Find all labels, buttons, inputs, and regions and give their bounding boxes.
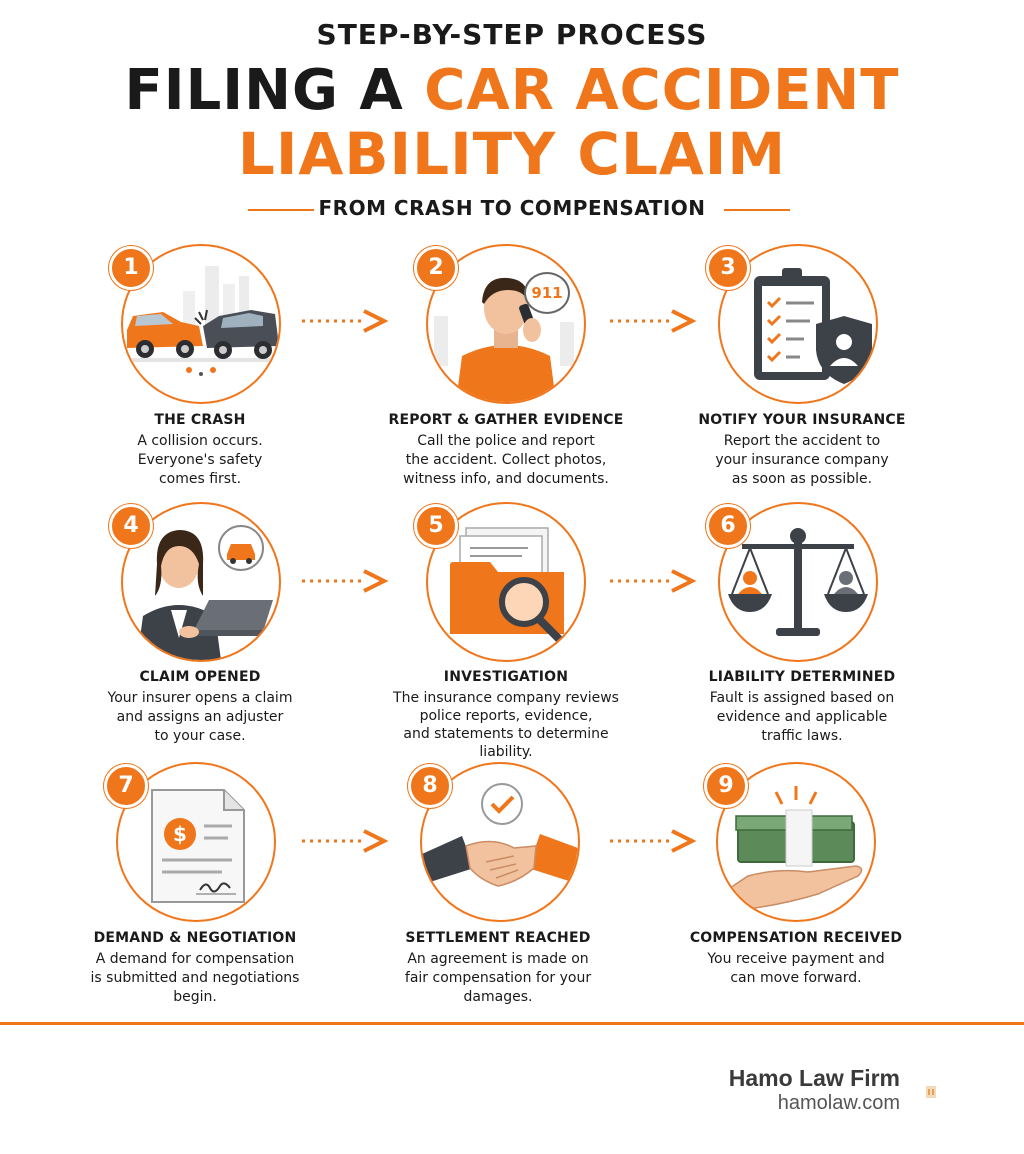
step-1-desc-line: comes first. bbox=[158, 471, 242, 487]
step-7-title: DEMAND & NEGOTIATION bbox=[93, 930, 297, 946]
step-8-desc-line: damages. bbox=[463, 989, 533, 1005]
arrow-right-icon bbox=[302, 829, 389, 853]
step-5-desc-line: The insurance company reviews bbox=[393, 690, 619, 706]
clipboard-shield-icon bbox=[718, 244, 878, 404]
step-6-title: LIABILITY DETERMINED bbox=[708, 669, 896, 685]
step-6-desc-line: evidence and applicable bbox=[716, 709, 888, 725]
step-2-title: REPORT & GATHER EVIDENCE bbox=[388, 412, 624, 428]
step-8-desc-line: fair compensation for your bbox=[404, 970, 592, 986]
footer-divider bbox=[0, 1022, 1024, 1025]
step-8-desc-line: An agreement is made on bbox=[407, 951, 589, 967]
step-4-desc-line: to your case. bbox=[154, 728, 246, 744]
step-9-desc-line: You receive payment and bbox=[707, 951, 885, 967]
step-3-title: NOTIFY YOUR INSURANCE bbox=[698, 412, 906, 428]
step-4-badge: 4 bbox=[109, 504, 153, 548]
brand-logo-icon bbox=[926, 1086, 936, 1098]
step-2-desc-line: Call the police and report bbox=[417, 433, 595, 449]
svg-text:$: $ bbox=[173, 822, 187, 846]
step-6-description: Fault is assigned based on evidence and … bbox=[652, 689, 952, 746]
step-8-description: An agreement is made on fair compensatio… bbox=[348, 950, 648, 1007]
step-5-desc-line: police reports, evidence, bbox=[419, 708, 593, 724]
step-3-desc-line: as soon as possible. bbox=[731, 471, 873, 487]
step-4-description: Your insurer opens a claim and assigns a… bbox=[50, 689, 350, 746]
step-2-badge: 2 bbox=[414, 246, 458, 290]
step-5-title: INVESTIGATION bbox=[443, 669, 569, 685]
title-part-orange: CAR ACCIDENT bbox=[424, 58, 900, 123]
page-title-line2: LIABILITY CLAIM bbox=[237, 120, 787, 188]
step-8-title: SETTLEMENT REACHED bbox=[405, 930, 591, 946]
step-3-desc-line: your insurance company bbox=[715, 452, 889, 468]
arrow-right-icon bbox=[610, 569, 697, 593]
subtitle-row: FROM CRASH TO COMPENSATION bbox=[0, 196, 1024, 224]
brand-block: Hamo Law Firm hamolaw.com bbox=[729, 1065, 900, 1115]
step-2-desc-line: the accident. Collect photos, bbox=[405, 452, 607, 468]
step-5-desc-line: liability. bbox=[479, 744, 533, 760]
step-7-desc-line: A demand for compensation bbox=[95, 951, 295, 967]
arrow-right-icon bbox=[610, 309, 697, 333]
step-3-description: Report the accident to your insurance co… bbox=[652, 432, 952, 489]
step-8-badge: 8 bbox=[408, 764, 452, 808]
arrow-right-icon bbox=[302, 309, 389, 333]
step-4-desc-line: and assigns an adjuster bbox=[116, 709, 284, 725]
step-4-desc-line: Your insurer opens a claim bbox=[107, 690, 293, 706]
page-title-line1: FILING A CAR ACCIDENT bbox=[0, 58, 1024, 123]
step-9-description: You receive payment and can move forward… bbox=[646, 950, 946, 988]
step-6-desc-line: Fault is assigned based on bbox=[709, 690, 895, 706]
step-9-badge: 9 bbox=[704, 764, 748, 808]
step-7-description: A demand for compensation is submitted a… bbox=[45, 950, 345, 1007]
adjuster-laptop-icon bbox=[121, 502, 281, 662]
step-5-description: The insurance company reviews police rep… bbox=[356, 689, 656, 761]
step-1-title: THE CRASH bbox=[154, 412, 246, 428]
step-1-desc-line: A collision occurs. bbox=[137, 433, 263, 449]
step-6-badge: 6 bbox=[706, 504, 750, 548]
step-9-desc-line: can move forward. bbox=[730, 970, 862, 986]
step-1-badge: 1 bbox=[109, 246, 153, 290]
eyebrow-label: STEP-BY-STEP PROCESS bbox=[316, 18, 708, 51]
step-4-title: CLAIM OPENED bbox=[139, 669, 261, 685]
step-5-badge: 5 bbox=[414, 504, 458, 548]
step-6-desc-line: traffic laws. bbox=[761, 728, 843, 744]
brand-name: Hamo Law Firm bbox=[728, 1065, 900, 1091]
arrow-right-icon bbox=[610, 829, 697, 853]
step-5-desc-line: and statements to determine bbox=[403, 726, 609, 742]
car-crash-icon bbox=[121, 244, 281, 404]
step-7-badge: 7 bbox=[104, 764, 148, 808]
brand-url[interactable]: hamolaw.com bbox=[777, 1092, 900, 1114]
subtitle-rule-right bbox=[724, 209, 790, 211]
arrow-right-icon bbox=[302, 569, 389, 593]
step-9-title: COMPENSATION RECEIVED bbox=[689, 930, 903, 946]
step-3-badge: 3 bbox=[706, 246, 750, 290]
subtitle-rule-left bbox=[248, 209, 314, 211]
page-subtitle: FROM CRASH TO COMPENSATION bbox=[318, 196, 706, 220]
step-2-desc-line: witness info, and documents. bbox=[403, 471, 609, 487]
step-3-desc-line: Report the accident to bbox=[723, 433, 881, 449]
step-2-description: Call the police and report the accident.… bbox=[356, 432, 656, 489]
step-7-desc-line: begin. bbox=[173, 989, 217, 1005]
step-1-desc-line: Everyone's safety bbox=[137, 452, 263, 468]
speech-bubble: 911 bbox=[524, 272, 570, 314]
step-1-description: A collision occurs. Everyone's safety co… bbox=[50, 432, 350, 489]
title-part-dark: FILING A bbox=[124, 58, 425, 123]
step-7-desc-line: is submitted and negotiations bbox=[90, 970, 300, 986]
